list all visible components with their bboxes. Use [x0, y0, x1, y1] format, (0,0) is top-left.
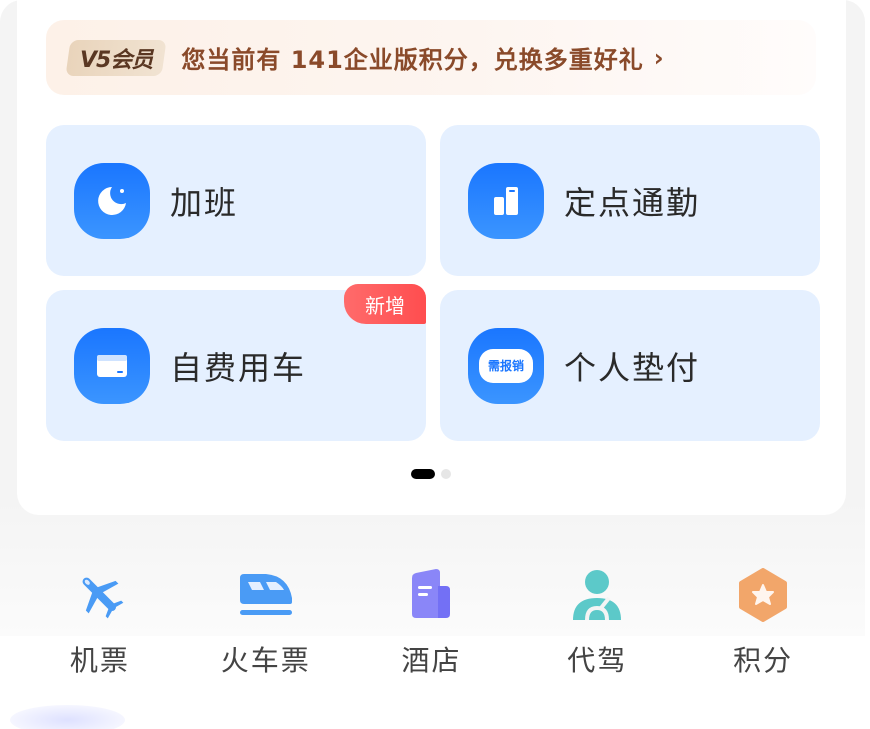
- page-indicator[interactable]: [411, 469, 451, 479]
- page-dot[interactable]: [441, 469, 451, 479]
- service-label: 机票: [69, 644, 130, 677]
- vip-badge-text: V5会员: [80, 47, 153, 73]
- points-icon: [733, 565, 793, 625]
- service-label: 酒店: [401, 644, 462, 677]
- commute-icon: [468, 162, 544, 239]
- service-flight[interactable]: 机票: [17, 565, 183, 679]
- service-label: 积分: [733, 644, 794, 677]
- service-hotel[interactable]: 酒店: [349, 565, 515, 679]
- decorative-glow: [10, 705, 125, 729]
- reimburse-icon: 需报销: [468, 327, 544, 404]
- tile-personal-advance[interactable]: 需报销 个人垫付: [440, 290, 820, 441]
- service-points[interactable]: 积分: [680, 565, 846, 679]
- tile-self-pay-car[interactable]: 自费用车 新增: [46, 284, 426, 441]
- vip-points-text: 您当前有 141企业版积分，兑换多重好礼: [181, 46, 644, 74]
- reimburse-icon-text: 需报销: [479, 348, 533, 383]
- tile-label: 加班: [170, 183, 239, 222]
- airplane-icon: [70, 565, 130, 625]
- tile-label: 个人垫付: [564, 348, 701, 387]
- moon-icon: [74, 162, 150, 239]
- new-badge: 新增: [344, 284, 426, 324]
- tile-commute[interactable]: 定点通勤: [440, 125, 820, 276]
- vip-level-badge: V5会员: [65, 39, 167, 76]
- service-train[interactable]: 火车票: [183, 565, 349, 679]
- chevron-right-icon: ›: [653, 43, 664, 72]
- train-icon: [236, 565, 296, 625]
- tile-label: 定点通勤: [564, 183, 701, 222]
- card-icon: [74, 327, 150, 404]
- driver-icon: [567, 565, 627, 625]
- service-label: 火车票: [220, 644, 311, 677]
- hotel-icon: [401, 565, 461, 625]
- service-bar: 机票 火车票 酒店: [17, 565, 846, 679]
- service-driver[interactable]: 代驾: [514, 565, 680, 679]
- vip-points-banner[interactable]: V5会员 您当前有 141企业版积分，兑换多重好礼 ›: [46, 20, 816, 95]
- tile-overtime[interactable]: 加班: [46, 125, 426, 276]
- service-label: 代驾: [567, 644, 628, 677]
- tile-label: 自费用车: [170, 348, 307, 387]
- page-dot-active[interactable]: [411, 469, 435, 479]
